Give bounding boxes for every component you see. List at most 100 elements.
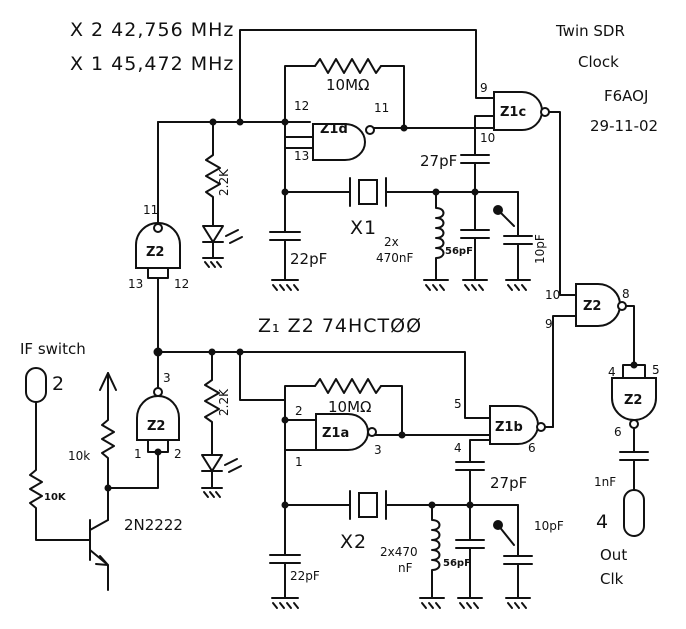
- freq-x1-label: X 1 45,472 MHz: [70, 53, 234, 75]
- pin-z2-mid-b: 2: [174, 447, 182, 461]
- label-coil-bottom: 2x470: [380, 545, 418, 559]
- gate-z1a: [315, 413, 377, 451]
- pin-z2-out-out: 6: [614, 425, 622, 439]
- ground-trimmer-top-icon: [505, 279, 531, 291]
- label-coil-bottom-b: nF: [398, 561, 413, 575]
- junction-z2-mid-in: [154, 448, 162, 456]
- label-c-22pf-bottom: 22pF: [290, 569, 320, 583]
- ground-coil-top-icon: [423, 279, 449, 291]
- label-c-1nf-out: 1nF: [594, 475, 616, 489]
- gate-z2-mid: [136, 387, 180, 441]
- pin-z1b-out: 6: [528, 441, 536, 455]
- gate-z2-top-label: Z2: [146, 245, 164, 260]
- label-r-2k2-bottom: 2.2K: [217, 388, 231, 416]
- wire-z1b-out: [552, 315, 577, 428]
- coil-top-icon: [435, 191, 445, 281]
- cap-27pf-bottom-icon: [455, 439, 491, 506]
- label-trimmer-bottom: 10pF: [534, 519, 564, 533]
- ground-56pf-top-icon: [462, 279, 488, 291]
- pin-z2-top-b: 13: [128, 277, 143, 291]
- pin-z2-mid-a: 1: [134, 447, 142, 461]
- junction-z1a-in: [281, 416, 289, 424]
- pin-z1d-out: 11: [374, 101, 389, 115]
- label-r-10m-top: 10MΩ: [326, 76, 370, 94]
- trimmer-top-knob-icon: [493, 205, 503, 215]
- label-c-27pf-top: 27pF: [420, 152, 457, 170]
- gate-z1b: [489, 405, 546, 445]
- wire-z1b-in-a: [394, 351, 491, 419]
- label-c-56pf-top: 56pF: [445, 246, 473, 257]
- pin-z1d-b: 13: [294, 149, 309, 163]
- label-out-number: 4: [596, 511, 609, 533]
- wire-rfb-right: [380, 65, 405, 129]
- label-trimmer-top: 10pF: [533, 234, 547, 264]
- gate-z2-right-label: Z2: [583, 299, 601, 314]
- gate-z1c: [493, 91, 550, 131]
- crystal-x2-icon: [358, 492, 378, 518]
- out-connector-icon: [623, 489, 645, 537]
- pin-z1c-a: 9: [480, 81, 488, 95]
- junction-z1d-out: [400, 124, 408, 132]
- cap-27pf-top-icon: [460, 115, 495, 193]
- ground-led-top-icon: [202, 241, 224, 268]
- ground-22pf-bottom-icon: [271, 597, 299, 609]
- label-coil-top-b: 470nF: [376, 251, 414, 265]
- led-bottom-icon: [201, 454, 223, 472]
- transistor-emitter-arrow-icon: [95, 555, 109, 566]
- resistor-2k2-bottom: [204, 351, 220, 456]
- chip-label: Z₁ Z2 74HCTØØ: [258, 315, 422, 337]
- resistor-2k2-top: [205, 121, 221, 227]
- gate-z1d-label: Z1d: [320, 122, 348, 137]
- ground-trimmer-bottom-icon: [505, 597, 531, 609]
- resistor-10k-pullup: [101, 372, 115, 521]
- pin-z2-right-out: 8: [622, 287, 630, 301]
- trimmer-bottom-icon: [503, 504, 533, 599]
- cap-22pf-top-icon: [269, 191, 301, 281]
- pin-z2-top-a: 11: [143, 203, 158, 217]
- gate-z1d: [312, 123, 375, 161]
- label-crystal-x1: X1: [350, 217, 377, 239]
- pin-z2-mid-out: 3: [163, 371, 171, 385]
- label-c-22pf-top: 22pF: [290, 250, 327, 268]
- pin-z1b-b: 4: [454, 441, 462, 455]
- if-switch-connector-icon: [25, 367, 47, 403]
- resistor-10k-base: [29, 401, 91, 541]
- led-top-rays-icon: [225, 229, 243, 244]
- ground-coil-bottom-icon: [419, 597, 445, 609]
- wire-rfb-bot-right: [380, 385, 403, 436]
- junction-collector: [104, 484, 112, 492]
- pin-z1a-a: 2: [295, 404, 303, 418]
- gate-z2-mid-label: Z2: [147, 419, 165, 434]
- cap-1nf-out-icon: [619, 427, 649, 491]
- cap-22pf-bottom-icon: [269, 504, 301, 599]
- wire-z1d-in-b: [284, 121, 314, 149]
- junction-z1d-in: [281, 118, 289, 126]
- trimmer-top-icon: [503, 191, 533, 281]
- pin-z1a-b: 1: [295, 455, 303, 469]
- gate-z2-top: [135, 222, 181, 269]
- junction-z2-out-in: [630, 361, 638, 369]
- pin-z1d-a: 12: [294, 99, 309, 113]
- led-top-icon: [202, 225, 224, 243]
- ground-56pf-bottom-icon: [457, 597, 483, 609]
- wire-z1a-feed: [239, 351, 286, 401]
- gate-z2-out-label: Z2: [624, 393, 642, 408]
- title-line2: Clock: [578, 53, 619, 71]
- pin-z2-out-a: 4: [608, 365, 616, 379]
- label-r-10k-base: 10K: [44, 492, 67, 503]
- cap-56pf-top-icon: [460, 191, 490, 281]
- wire-z1a-inputs: [284, 419, 317, 451]
- label-coil-top-a: 2x: [384, 235, 399, 249]
- wire-top-loop: [239, 29, 495, 123]
- led-bottom-rays-icon: [224, 458, 242, 473]
- ground-led-bottom-icon: [201, 470, 223, 498]
- pin-z2-top-c: 12: [174, 277, 189, 291]
- wire-z1c-out: [545, 111, 577, 296]
- vcc-arrow-icon: [99, 372, 117, 391]
- label-r-10k-pullup: 10k: [68, 449, 90, 463]
- resistor-10m-bottom: [314, 378, 382, 394]
- label-crystal-x2: X2: [340, 531, 367, 553]
- pin-z2-right-a: 10: [545, 288, 560, 302]
- label-c-56pf-bottom: 56pF: [443, 558, 471, 569]
